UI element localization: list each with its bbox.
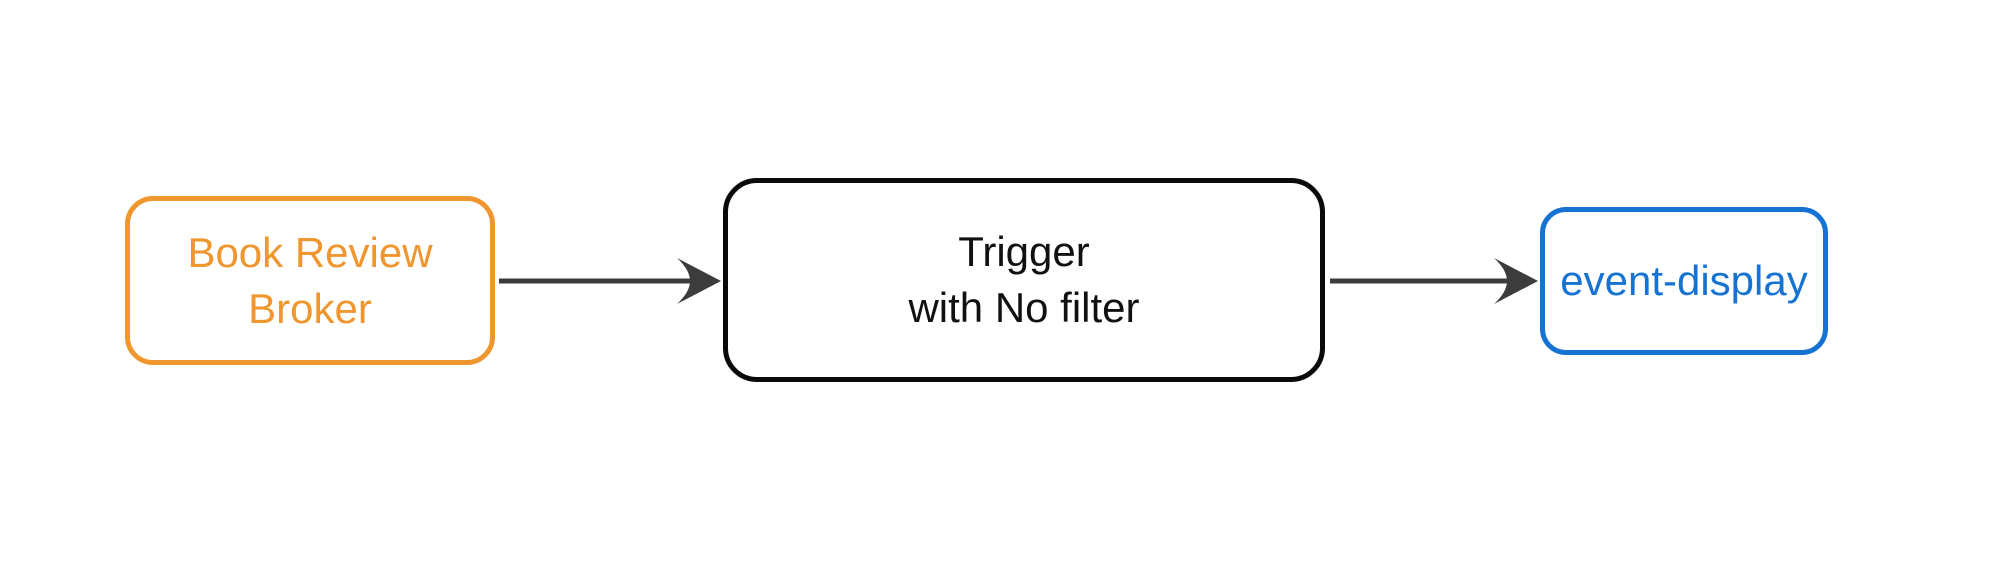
node-label-line: Trigger <box>958 228 1090 275</box>
node-label-line: with No filter <box>908 284 1140 331</box>
arrow-broker-to-trigger <box>499 258 721 304</box>
node-label-line: event-display <box>1560 257 1808 304</box>
arrow-line <box>499 278 695 284</box>
arrow-line <box>1330 278 1512 284</box>
arrow-trigger-to-event-display <box>1330 258 1538 304</box>
node-trigger[interactable]: Trigger with No filter <box>723 178 1325 382</box>
node-label-line: Book Review <box>187 228 433 276</box>
node-event-display[interactable]: event-display <box>1540 207 1828 355</box>
arrow-head-icon <box>677 258 721 304</box>
node-book-review-broker[interactable]: Book Review Broker <box>125 196 495 365</box>
node-label-line: Broker <box>248 284 372 332</box>
arrow-head-icon <box>1494 258 1538 304</box>
